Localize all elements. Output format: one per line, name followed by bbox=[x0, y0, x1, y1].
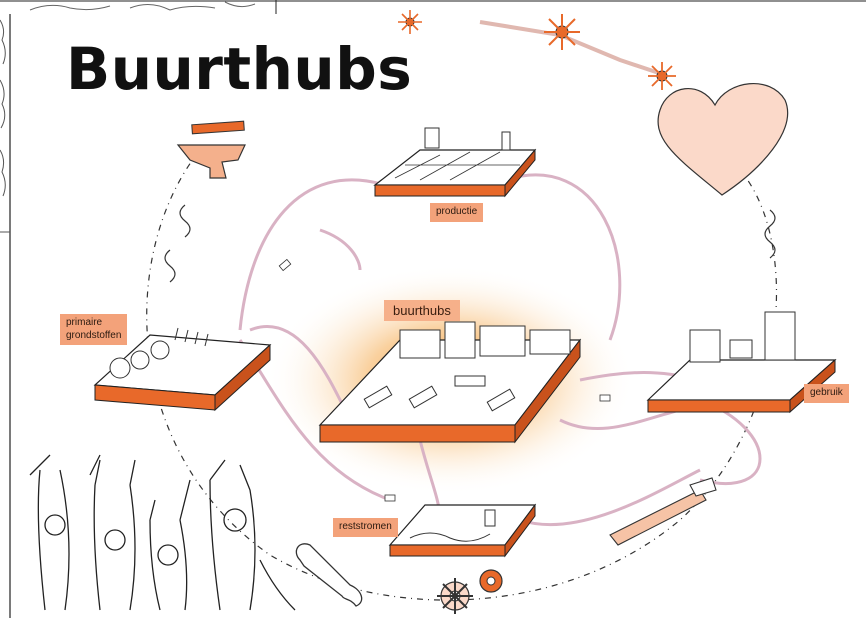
label-primaire-line1: primaire bbox=[66, 317, 103, 328]
top-left-sketch bbox=[29, 1, 256, 11]
label-reststromen: reststromen bbox=[333, 518, 398, 537]
flower-string bbox=[479, 20, 666, 77]
label-buurthubs: buurthubs bbox=[384, 300, 460, 321]
left-squiggles bbox=[164, 204, 191, 283]
productie-platform bbox=[373, 127, 537, 198]
buurthubs-platform bbox=[318, 321, 582, 444]
wrench-icon bbox=[295, 543, 363, 607]
hammer-icon bbox=[609, 477, 717, 546]
label-productie: productie bbox=[430, 203, 484, 222]
flower-small-icon bbox=[398, 10, 422, 34]
heart-icon bbox=[657, 83, 789, 196]
label-primaire-grondstoffen: primaire grondstoffen bbox=[60, 314, 128, 345]
flow-paths bbox=[238, 173, 762, 527]
flower-icon bbox=[544, 14, 580, 50]
label-primaire-line2: grondstoffen bbox=[66, 329, 122, 341]
reststromen-platform bbox=[388, 503, 537, 558]
gebruik-platform bbox=[646, 311, 837, 414]
gear-icon bbox=[437, 569, 503, 614]
right-squiggles bbox=[764, 209, 776, 259]
left-sketch-strip bbox=[0, 19, 10, 233]
page-title: Buurthubs bbox=[66, 35, 413, 103]
path-vehicles bbox=[278, 258, 611, 502]
anvil-icon bbox=[176, 120, 246, 179]
primaire-grondstoffen-platform bbox=[93, 327, 272, 412]
label-gebruik: gebruik bbox=[804, 384, 849, 403]
people-illustration bbox=[29, 454, 296, 611]
flower-small-right-icon bbox=[648, 62, 676, 90]
